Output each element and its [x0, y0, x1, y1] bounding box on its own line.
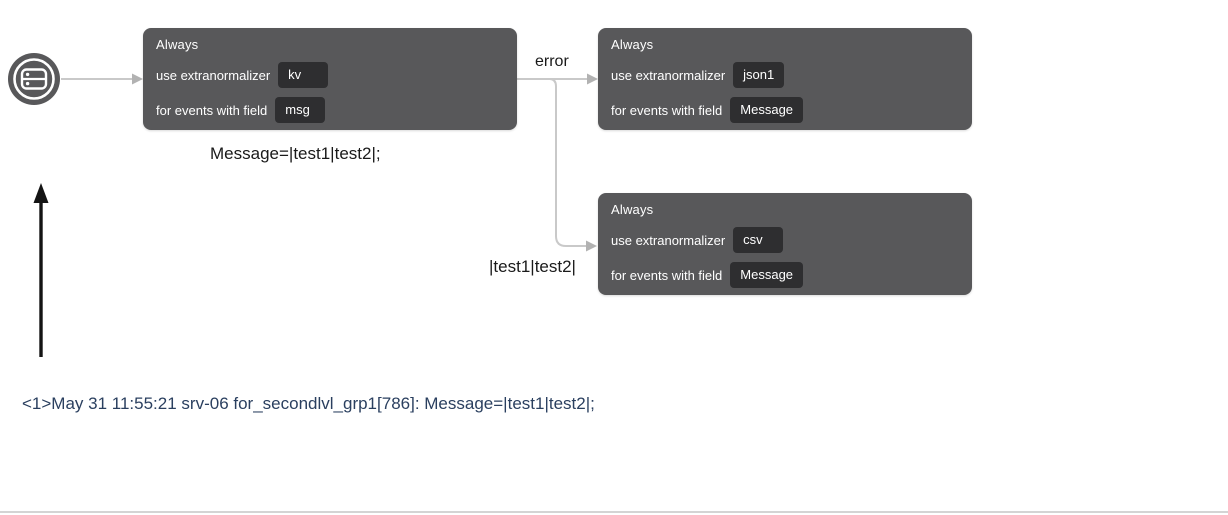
normalizer-value-chip[interactable]: kv — [278, 62, 329, 88]
branch-sample-label: |test1|test2| — [489, 257, 576, 276]
node-title: Always — [156, 37, 199, 52]
field-value-chip[interactable]: Message — [730, 97, 804, 123]
normalizer-row: use extranormalizer json1 — [611, 62, 785, 88]
normalizer-node-csv[interactable]: Always use extranormalizer csv for event… — [598, 193, 972, 295]
message-sample-label: Message=|test1|test2|; — [210, 144, 381, 163]
field-row: for events with field msg — [156, 97, 326, 123]
edge-error-label: error — [535, 53, 569, 70]
source-node[interactable] — [7, 52, 61, 106]
syslog-sample-line: <1>May 31 11:55:21 srv-06 for_secondlvl_… — [22, 394, 595, 413]
field-label: for events with field — [611, 102, 723, 118]
field-row: for events with field Message — [611, 97, 804, 123]
field-label: for events with field — [611, 267, 723, 283]
bottom-divider — [0, 511, 1228, 513]
normalizer-label: use extranormalizer — [611, 232, 726, 248]
normalizer-label: use extranormalizer — [156, 67, 271, 83]
field-label: for events with field — [156, 102, 268, 118]
normalizer-node-json1[interactable]: Always use extranormalizer json1 for eve… — [598, 28, 972, 130]
field-row: for events with field Message — [611, 262, 804, 288]
field-value-chip[interactable]: msg — [275, 97, 326, 123]
normalizer-value-chip[interactable]: json1 — [733, 62, 785, 88]
node-title: Always — [611, 37, 654, 52]
field-value-chip[interactable]: Message — [730, 262, 804, 288]
normalizer-label: use extranormalizer — [611, 67, 726, 83]
arrowhead-kv-to-csv — [586, 240, 597, 252]
normalizer-row: use extranormalizer kv — [156, 62, 329, 88]
normalizer-value-chip[interactable]: csv — [733, 227, 784, 253]
up-arrow-head — [33, 183, 49, 203]
node-title: Always — [611, 202, 654, 217]
arrowhead-kv-to-json — [587, 73, 598, 85]
normalizer-row: use extranormalizer csv — [611, 227, 784, 253]
normalizer-node-kv[interactable]: Always use extranormalizer kv for events… — [143, 28, 517, 130]
connector-kv-to-csv — [549, 78, 587, 247]
arrowhead-source-to-kv — [132, 73, 143, 85]
server-icon — [8, 53, 60, 105]
